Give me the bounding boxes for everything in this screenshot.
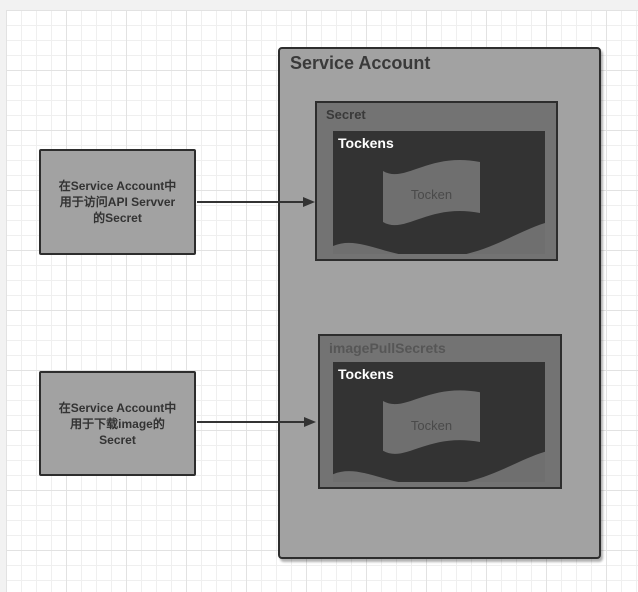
image-pull-tokens-label: Tockens	[338, 366, 394, 382]
image-pull-secrets-title: imagePullSecrets	[329, 340, 446, 356]
note-line: 用于访问API Servver	[59, 195, 176, 209]
arrow-to-secret-head	[303, 197, 315, 207]
note-api-secret[interactable]: 在Service Account中 用于访问API Servver 的Secre…	[39, 149, 196, 255]
token-flag-wave-graphic	[333, 390, 545, 482]
secret-tokens-card[interactable]: Tockens Tocken	[333, 131, 545, 254]
note-line: 的Secret	[93, 211, 142, 225]
note-line: 在Service Account中	[58, 400, 177, 415]
wave-shape	[333, 223, 545, 254]
secret-title: Secret	[326, 107, 366, 122]
note-image-secret[interactable]: 在Service Account中 用于下载image的 Secret	[39, 371, 196, 476]
arrow-to-secret[interactable]	[197, 201, 304, 203]
image-pull-token-flag-label: Tocken	[410, 418, 453, 433]
note-line: 用于下载image的	[70, 416, 165, 431]
token-flag-wave-graphic	[333, 160, 545, 254]
image-pull-tokens-card[interactable]: Tockens Tocken	[333, 362, 545, 482]
flag-shape	[383, 390, 480, 454]
secret-token-flag-label: Tocken	[410, 187, 453, 202]
secret-tokens-label: Tockens	[338, 135, 394, 151]
arrow-to-image-pull-secrets-head	[304, 417, 316, 427]
wave-shape	[333, 451, 545, 482]
service-account-title: Service Account	[290, 53, 431, 73]
note-line: 在Service Account中	[58, 179, 177, 193]
flag-shape	[383, 160, 480, 226]
arrow-to-image-pull-secrets[interactable]	[197, 421, 305, 423]
note-line: Secret	[99, 432, 136, 447]
